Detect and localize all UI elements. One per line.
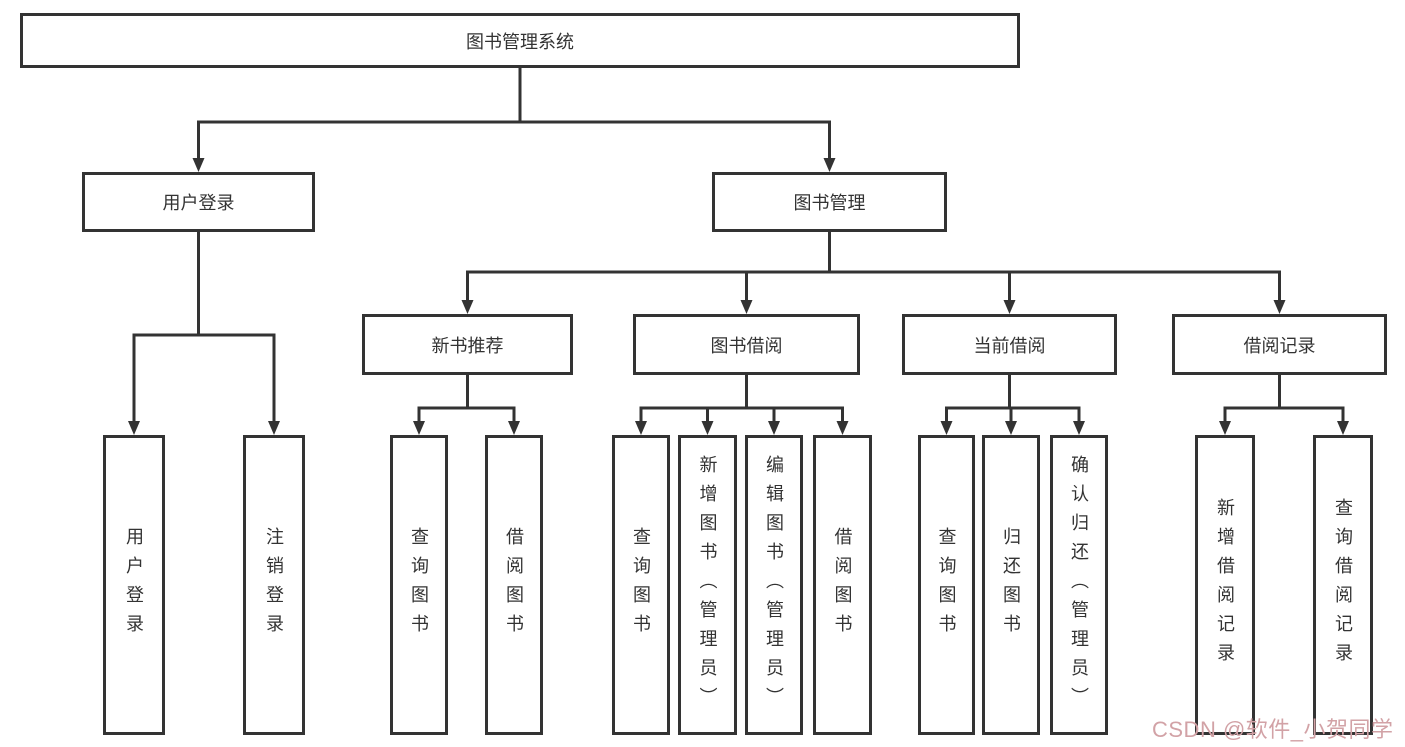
- node-query-books-recommend: 查询图书: [390, 435, 448, 735]
- node-user-login-leaf: 用户登录: [103, 435, 165, 735]
- node-borrow-books-recommend: 借阅图书: [485, 435, 543, 735]
- node-book-management: 图书管理: [712, 172, 947, 232]
- node-query-books-current: 查询图书: [918, 435, 975, 735]
- node-return-books: 归还图书: [982, 435, 1040, 735]
- node-new-book-recommendation: 新书推荐: [362, 314, 573, 375]
- node-current-borrowing: 当前借阅: [902, 314, 1117, 375]
- node-confirm-return-admin: 确认归还（管理员）: [1050, 435, 1108, 735]
- node-library-management-system: 图书管理系统: [20, 13, 1020, 68]
- node-logout-leaf: 注销登录: [243, 435, 305, 735]
- node-borrow-books-leaf: 借阅图书: [813, 435, 872, 735]
- node-query-borrow-record: 查询借阅记录: [1313, 435, 1373, 735]
- node-query-books-borrowing: 查询图书: [612, 435, 670, 735]
- node-user-login: 用户登录: [82, 172, 315, 232]
- node-add-books-admin: 新增图书（管理员）: [678, 435, 737, 735]
- node-book-borrowing: 图书借阅: [633, 314, 860, 375]
- node-add-borrow-record: 新增借阅记录: [1195, 435, 1255, 735]
- node-borrowing-records: 借阅记录: [1172, 314, 1387, 375]
- node-edit-books-admin: 编辑图书（管理员）: [745, 435, 803, 735]
